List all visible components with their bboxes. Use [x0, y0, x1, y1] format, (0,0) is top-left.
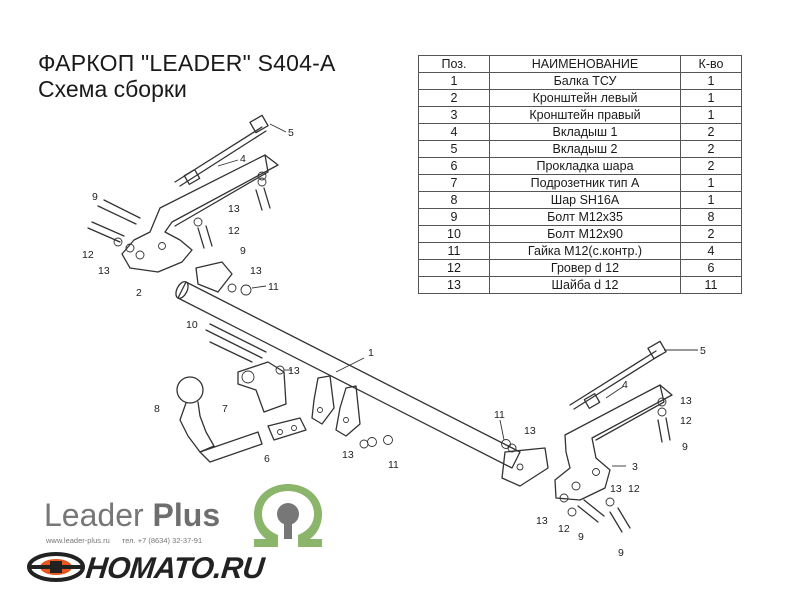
logo-ball-neck: [284, 523, 292, 539]
callout-12-c: 12: [680, 415, 692, 427]
callout-13-d: 13: [288, 365, 300, 377]
part-tow-ball: [176, 376, 263, 463]
callout-8: 8: [154, 403, 160, 415]
brand-name-bold: Plus: [152, 497, 221, 533]
cell-name: Прокладка шара: [489, 157, 681, 175]
column-header-pos: Поз.: [418, 55, 490, 73]
callout-11-c: 11: [494, 409, 505, 421]
page-title: ФАРКОП "LEADER" S404-A: [38, 50, 336, 76]
brand-name-light: Leader: [44, 497, 144, 533]
callout-5-left: 5: [288, 127, 294, 139]
callout-11-b: 11: [388, 459, 399, 471]
cell-qty: 11: [680, 276, 742, 294]
callout-11-a: 11: [268, 281, 279, 293]
callout-12-e: 12: [628, 483, 640, 495]
callout-5-right: 5: [700, 345, 706, 357]
parts-table-header: Поз. НАИМЕНОВАНИЕ К-во: [418, 55, 742, 73]
cell-name: Вкладыш 2: [489, 140, 681, 158]
callout-leader-lines: [217, 123, 698, 467]
fasteners-bolts: [87, 187, 671, 533]
callout-12-d: 12: [558, 523, 570, 535]
fasteners-nuts-washers: [113, 171, 667, 517]
part-insert-right: [569, 340, 667, 410]
callout-9-e: 9: [618, 547, 624, 559]
cell-pos: 11: [418, 242, 490, 260]
part-socket-holder: [237, 361, 287, 413]
part-insert-left: [174, 114, 269, 187]
callout-7: 7: [222, 403, 228, 415]
callout-9-c: 9: [682, 441, 688, 453]
callout-2: 2: [136, 287, 142, 299]
callout-3: 3: [632, 461, 638, 473]
cell-name: Болт М12х35: [489, 208, 681, 226]
logo-omega-fill: [254, 484, 322, 547]
callout-12-a: 12: [82, 249, 94, 261]
brand-contacts: www.leader-plus.ru тел. +7 (8634) 32-37-…: [46, 536, 202, 545]
callout-6: 6: [264, 453, 270, 465]
callout-13-e: 13: [342, 449, 354, 461]
homato-logo-icon: [27, 552, 85, 582]
cell-pos: 13: [418, 276, 490, 294]
brand-website: www.leader-plus.ru: [46, 536, 110, 545]
leader-plus-wordmark: Leader Plus: [44, 497, 220, 533]
callout-13-f: 13: [524, 425, 536, 437]
callout-9-a: 9: [92, 191, 98, 203]
callout-4-left: 4: [240, 153, 246, 165]
part-tow-beam: [175, 261, 549, 487]
cell-name: Болт М12х90: [489, 225, 681, 243]
leader-plus-logo-icon: [254, 484, 322, 547]
callout-1: 1: [368, 347, 374, 359]
cell-name: Шайба d 12: [489, 276, 681, 294]
callout-13-b: 13: [228, 203, 240, 215]
page-subtitle: Схема сборки: [38, 76, 187, 102]
homato-wordmark: HOMATO.RU: [84, 552, 266, 585]
callout-9-d: 9: [578, 531, 584, 543]
callout-13-c: 13: [250, 265, 262, 277]
part-left-bracket: [121, 154, 279, 273]
callout-12-b: 12: [228, 225, 240, 237]
callout-13-i: 13: [610, 483, 622, 495]
cell-name: Кронштейн левый: [489, 89, 681, 107]
brand-phone: тел. +7 (8634) 32-37-91: [121, 536, 203, 545]
callout-4-right: 4: [622, 379, 628, 391]
callout-13-a: 13: [98, 265, 110, 277]
callout-labels: 1 2 3 4 4 5 5 6 7 8 9 9 9 9 9 10 11 11 1…: [82, 127, 706, 559]
callout-9-b: 9: [240, 245, 246, 257]
cell-qty: 2: [680, 140, 742, 158]
callout-13-h: 13: [536, 515, 548, 527]
part-right-bracket: [554, 384, 673, 501]
logo-ball: [277, 503, 299, 525]
callout-13-g: 13: [680, 395, 692, 407]
part-ball-spacer: [267, 417, 307, 441]
callout-10: 10: [186, 319, 198, 331]
